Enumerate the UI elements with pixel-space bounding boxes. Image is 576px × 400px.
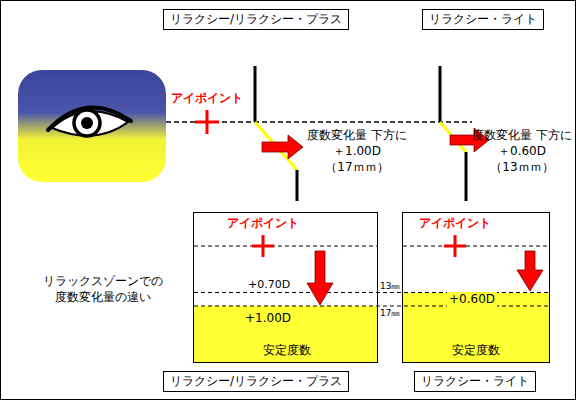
product-label: リラクシー・ライト: [414, 371, 536, 392]
dimension-label: 13㎜: [379, 280, 401, 292]
node-text: リラクシー・ライト: [429, 12, 537, 27]
red-arrow: [262, 135, 303, 159]
eye-line: [166, 121, 472, 122]
node-text: 安定度数: [452, 343, 500, 358]
eye-point-cross: [195, 110, 219, 134]
stable-zone: +1.00D 安定度数: [194, 306, 377, 362]
power-change-note: 度数変化量 下方に＋0.60D （13ｍｍ）: [470, 127, 574, 176]
red-arrow: [307, 251, 333, 305]
node-text: アイポイント: [419, 216, 491, 231]
node-text: +0.60D: [447, 292, 497, 307]
stable-zone-fill: [194, 306, 377, 362]
node-text: リラクシー・ライト: [421, 374, 529, 389]
node-text: リラクシー/リラクシー・プラス: [170, 374, 342, 389]
lens-profile: [440, 66, 466, 201]
relax-zone-box: アイポイント +0.60D 安定度数: [402, 212, 550, 363]
level-line: [194, 246, 549, 306]
eye-illustration: [18, 70, 166, 182]
stable-zone-fill: [403, 293, 549, 362]
zone-caption: リラックスゾーンでの 度数変化量の違い: [28, 273, 178, 305]
eye-point-label: アイポイント: [171, 90, 243, 106]
relax-zone-box: アイポイント +0.70D +1.00D 安定度数: [193, 212, 378, 363]
product-label: リラクシー/リラクシー・プラス: [163, 371, 349, 392]
product-label: リラクシー/リラクシー・プラス: [163, 9, 349, 30]
power-change-note: 度数変化量 下方に＋1.00D （17ｍｍ）: [305, 127, 409, 176]
node-text: 安定度数: [263, 343, 311, 358]
lens-profile: [255, 66, 297, 201]
dimension-label: 17㎜: [379, 307, 401, 319]
node-text: +1.00D: [245, 311, 291, 326]
node-text: リラクシー/リラクシー・プラス: [170, 12, 342, 27]
stable-zone: +0.60D 安定度数: [403, 293, 549, 362]
node-text: +0.70D: [246, 278, 292, 292]
eye-point-cross: [252, 235, 466, 257]
product-label: リラクシー・ライト: [422, 9, 544, 30]
node-text: アイポイント: [227, 216, 299, 231]
red-arrow: [517, 251, 543, 291]
